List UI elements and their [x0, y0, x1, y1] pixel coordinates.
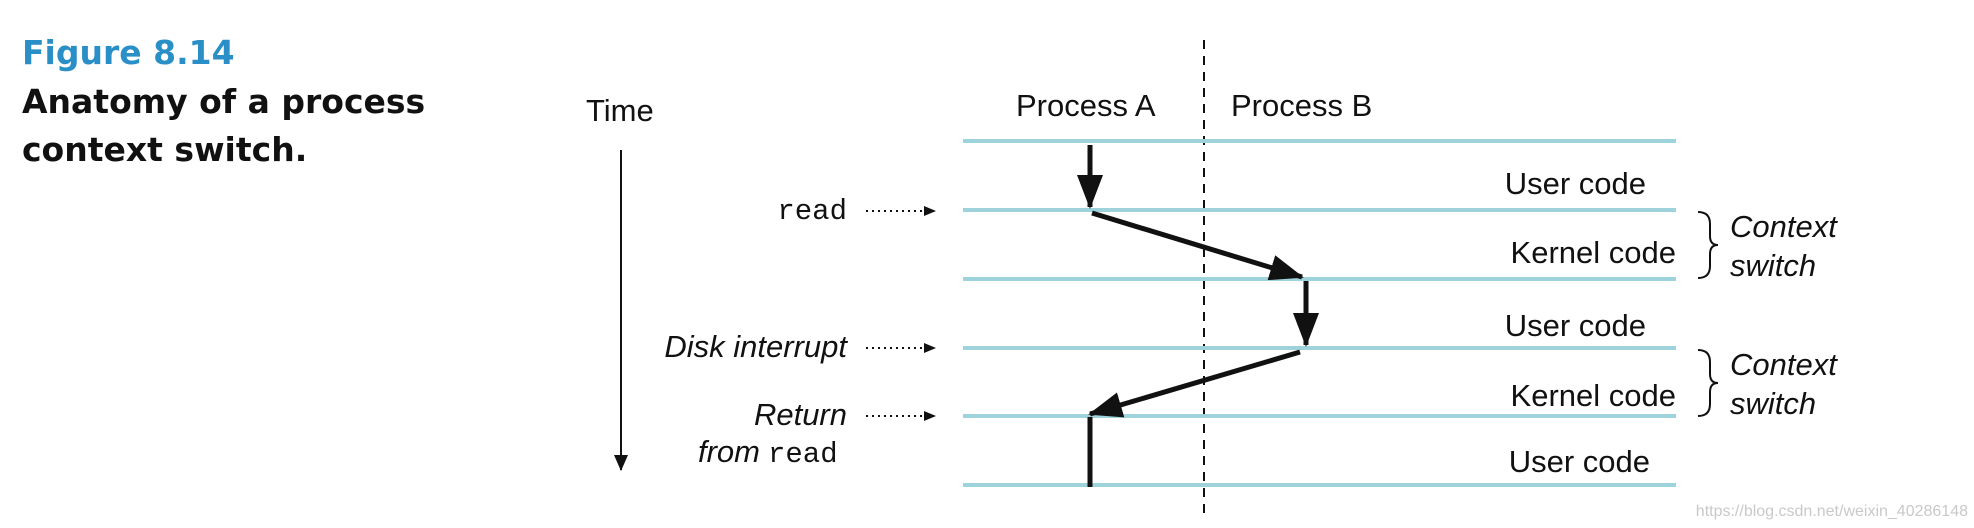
context-switch-brace-2	[1697, 349, 1719, 417]
segment-label-user-1: User code	[1505, 166, 1646, 201]
context-switch-brace-1	[1697, 211, 1719, 279]
event-return-label: Return	[754, 397, 847, 432]
figure-caption: Figure 8.14 Anatomy of a process context…	[22, 28, 442, 174]
context-switch-2-line-2: switch	[1730, 386, 1816, 421]
figure-title: Anatomy of a process context switch.	[22, 78, 442, 174]
context-switch-2-line-1: Context	[1730, 347, 1838, 382]
segment-label-user-3: User code	[1509, 444, 1650, 479]
segment-label-user-2: User code	[1505, 308, 1646, 343]
watermark: https://blog.csdn.net/weixin_40286148	[1696, 503, 1968, 520]
event-return-from-label: from	[698, 434, 760, 469]
flow-arrow-switch-to-a	[1088, 349, 1301, 418]
boundary-lines	[963, 139, 1676, 487]
event-read-label: read	[777, 195, 847, 228]
segment-label-kernel-2: Kernel code	[1511, 378, 1676, 413]
context-switch-1-line-2: switch	[1730, 248, 1816, 283]
figure-number: Figure 8.14	[22, 33, 235, 72]
figure-title-line-2: context switch.	[22, 130, 308, 169]
figure-title-line-1: Anatomy of a process	[22, 82, 426, 121]
context-switch-1-line-1: Context	[1730, 209, 1838, 244]
segment-label-kernel-1: Kernel code	[1511, 235, 1676, 270]
flow-arrow-switch-to-b	[1091, 210, 1304, 281]
event-return-read-label: read	[768, 438, 838, 471]
event-disk-interrupt-label: Disk interrupt	[664, 329, 848, 364]
process-b-label: Process B	[1231, 88, 1372, 123]
time-label: Time	[586, 93, 654, 128]
process-a-label: Process A	[1016, 88, 1156, 123]
